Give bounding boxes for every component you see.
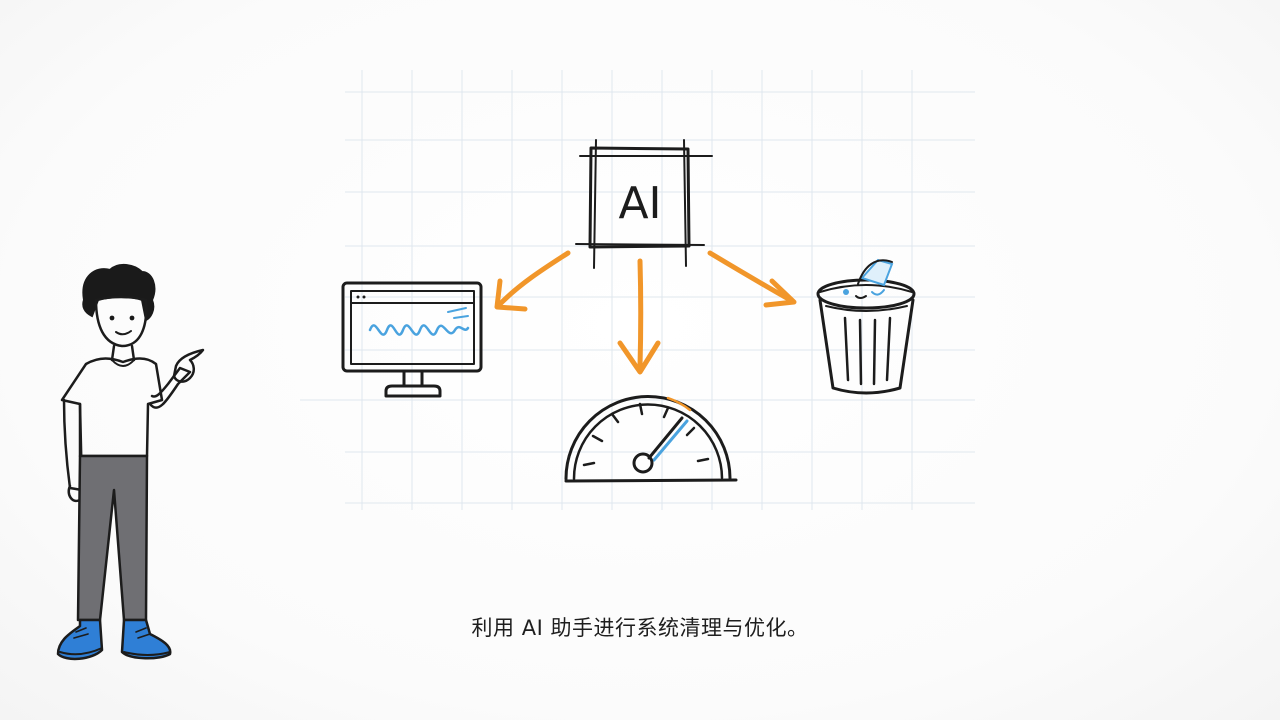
- speedometer-icon: [564, 395, 738, 483]
- arrow-to-gauge: [617, 258, 661, 375]
- pointing-person: [56, 264, 205, 661]
- arrow-to-trash: [707, 250, 797, 308]
- pants: [76, 454, 149, 622]
- ai-box: AI: [575, 139, 713, 269]
- caption-text: 利用 AI 助手进行系统清理与优化。: [471, 616, 809, 640]
- shirt: [60, 357, 164, 458]
- monitor-icon: [341, 281, 483, 398]
- hair: [82, 264, 156, 322]
- pointing-hand: [172, 348, 205, 383]
- left-shoe: [56, 618, 104, 661]
- ai-label: AI: [618, 178, 661, 229]
- right-shoe: [120, 618, 172, 660]
- trash-can-icon: [816, 258, 916, 395]
- arrow-to-monitor: [494, 250, 571, 312]
